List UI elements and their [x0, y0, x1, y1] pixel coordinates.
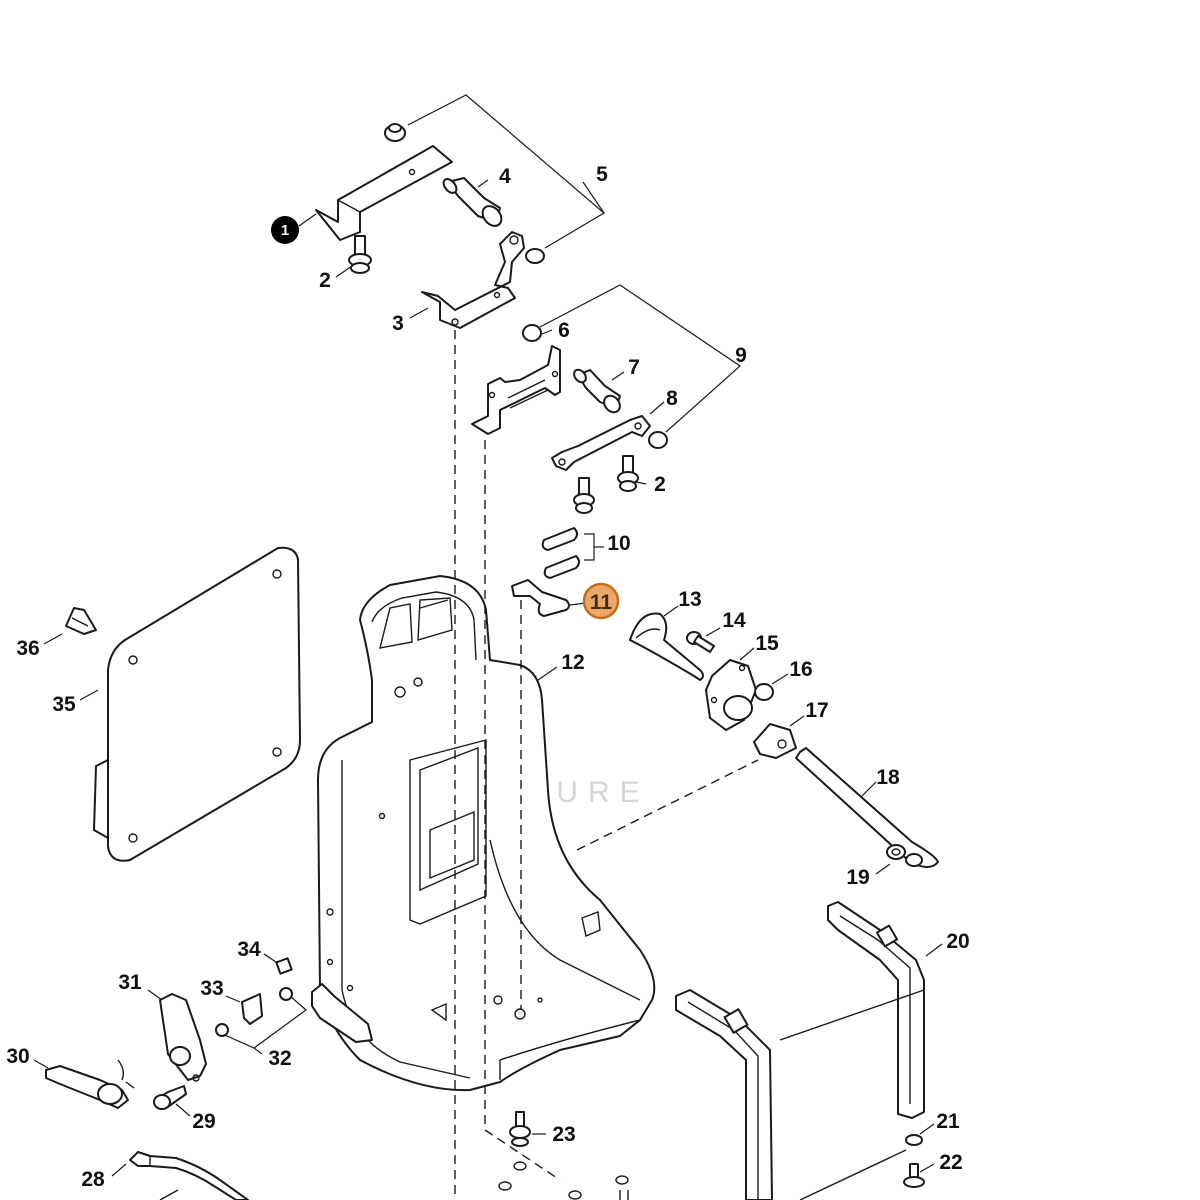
valve-part-7 — [573, 368, 621, 414]
leader-4 — [477, 179, 489, 188]
callout-labels: 2 3 4 5 6 7 8 9 2 10 12 13 14 15 16 17 1… — [6, 163, 969, 1191]
callout-18: 18 — [876, 766, 900, 789]
nut-part-16 — [754, 673, 789, 701]
leader-6 — [541, 329, 553, 335]
part-34 — [263, 953, 293, 975]
alignment-lines — [454, 330, 759, 1200]
nut-part-6 — [522, 324, 542, 342]
upper-bracket — [315, 145, 453, 241]
callout-30: 30 — [6, 1045, 29, 1068]
part-group-5 — [315, 94, 606, 329]
strap-part-20 — [827, 901, 943, 1119]
leader-2b — [635, 481, 647, 485]
screw-part-22 — [903, 1163, 935, 1188]
washer-part-21 — [905, 1123, 935, 1146]
part-17 — [753, 715, 805, 759]
bottom-fittings — [498, 1175, 629, 1200]
callout-11: 11 — [590, 591, 613, 614]
part-group-9 — [471, 284, 741, 514]
callout-15: 15 — [755, 632, 779, 655]
callout-7: 7 — [628, 356, 640, 379]
bolt-2-top — [348, 235, 372, 274]
bracket-part-8 — [551, 415, 651, 471]
leader-7 — [611, 371, 625, 381]
callout-12: 12 — [561, 651, 584, 674]
outline-line-b — [799, 1149, 907, 1200]
callout-32: 32 — [268, 1047, 291, 1070]
bolt-part-14 — [686, 627, 721, 653]
nut-top — [384, 123, 406, 142]
leader-3 — [409, 307, 429, 319]
callout-6: 6 — [558, 319, 570, 342]
bolt-2-right — [617, 455, 639, 492]
svg-text:1: 1 — [281, 222, 289, 239]
part-30 — [33, 1059, 135, 1109]
callout-29: 29 — [192, 1110, 215, 1133]
valve-part-4 — [442, 177, 503, 227]
callout-3: 3 — [392, 312, 404, 335]
part-13 — [629, 605, 704, 681]
coupling-part-15 — [705, 647, 757, 731]
callout-2b: 2 — [654, 473, 666, 496]
clip-part-36 — [43, 607, 97, 645]
group-5-bracket-line — [407, 94, 606, 249]
callout-9: 9 — [735, 344, 747, 367]
group-5-leader — [582, 181, 605, 214]
callout-20: 20 — [946, 930, 969, 953]
nut-part-9 — [648, 431, 668, 449]
callout-22: 22 — [939, 1151, 962, 1174]
leader-12 — [537, 666, 558, 681]
callout-5: 5 — [596, 163, 608, 186]
outline-line-a — [779, 989, 925, 1041]
callout-28: 28 — [81, 1168, 105, 1191]
leader-2a — [335, 265, 353, 278]
bracket-body — [471, 345, 561, 435]
clip-part-11 — [511, 579, 587, 617]
callout-33: 33 — [200, 977, 223, 1000]
part-31 — [147, 989, 207, 1082]
note-marker-1: 1 — [271, 213, 317, 244]
cable-part-28 — [111, 1151, 249, 1200]
washer-part-19 — [875, 844, 923, 875]
rod-part-18 — [795, 747, 939, 868]
highlight-callout-11: 11 — [582, 582, 620, 620]
leader-8 — [649, 401, 665, 415]
part-32-group — [215, 987, 307, 1055]
highlight-circle — [582, 582, 620, 620]
callout-17: 17 — [805, 699, 828, 722]
callout-4: 4 — [499, 165, 511, 188]
callout-34: 34 — [237, 938, 261, 961]
callout-31: 31 — [118, 971, 142, 994]
backpack-frame-part-12 — [311, 575, 656, 1092]
screw-part-29 — [153, 1085, 191, 1117]
callout-23: 23 — [552, 1123, 575, 1146]
callout-21: 21 — [936, 1110, 960, 1133]
callout-16: 16 — [789, 658, 812, 681]
pins-part-10 — [541, 527, 604, 579]
callout-35: 35 — [52, 693, 76, 716]
callout-2a: 2 — [319, 269, 331, 292]
callout-13: 13 — [678, 588, 701, 611]
callout-14: 14 — [722, 609, 746, 632]
screw-part-23 — [509, 1111, 546, 1171]
strap-part-left — [675, 989, 773, 1200]
group-9-bracket-line — [539, 284, 741, 433]
plate-part-35 — [79, 546, 301, 862]
callout-19: 19 — [846, 866, 869, 889]
nut-part-5 — [525, 248, 545, 264]
bolt-lower — [573, 477, 595, 514]
lower-bracket-part-3 — [421, 231, 525, 329]
callout-36: 36 — [16, 637, 39, 660]
callout-10: 10 — [607, 532, 630, 555]
callout-8: 8 — [666, 387, 678, 410]
